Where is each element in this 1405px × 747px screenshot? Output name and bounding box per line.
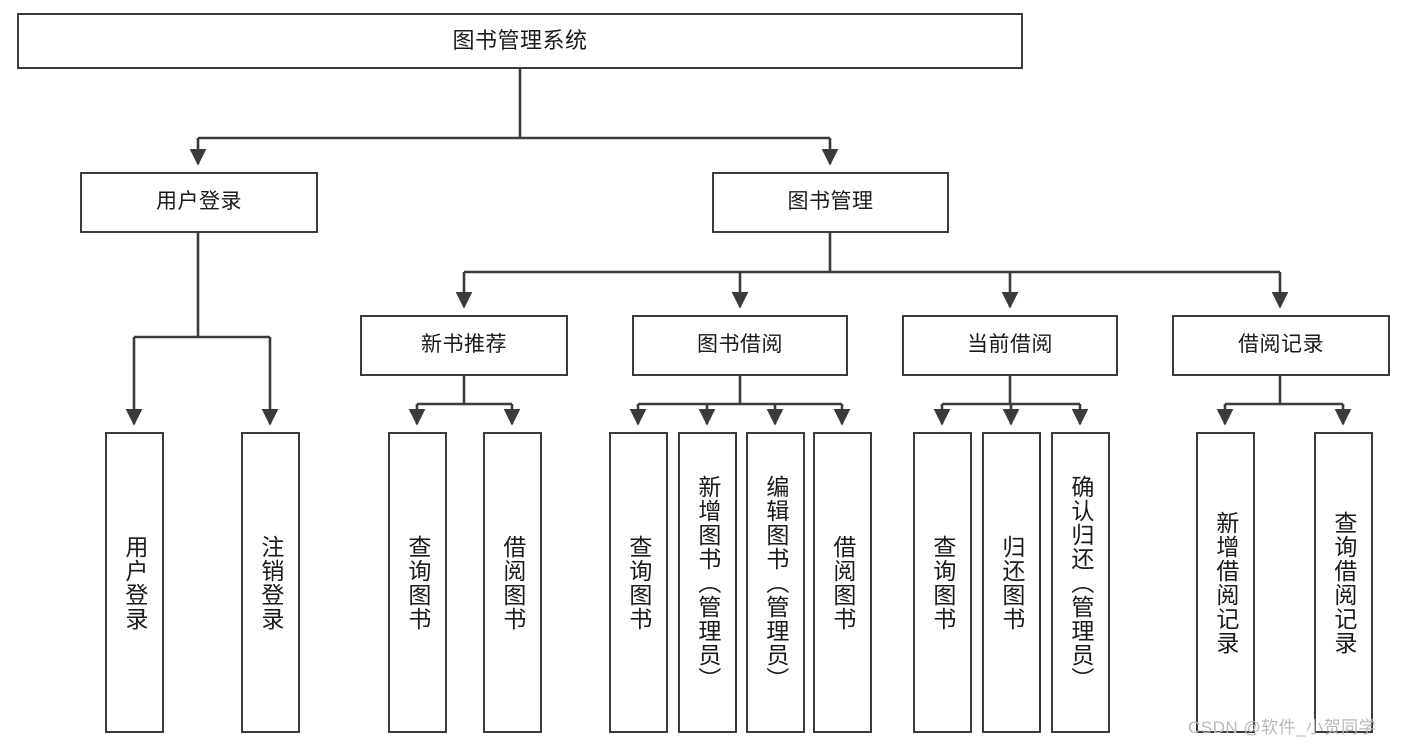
node-new-book-recommend-label: 新书推荐 — [421, 333, 507, 357]
node-leaf-logout-label: 注销登录 — [257, 534, 284, 631]
node-leaf-borrow-book-1[interactable]: 借阅图书 — [483, 432, 542, 733]
node-leaf-query-book-3-label: 查询图书 — [929, 534, 956, 631]
node-leaf-logout[interactable]: 注销登录 — [241, 432, 300, 733]
node-leaf-confirm-return[interactable]: 确认归还（管理员） — [1051, 432, 1110, 733]
node-leaf-borrow-book-2-label: 借阅图书 — [829, 534, 856, 631]
node-book-manage[interactable]: 图书管理 — [712, 172, 949, 233]
node-leaf-query-book-1[interactable]: 查询图书 — [388, 432, 447, 733]
node-book-manage-label: 图书管理 — [787, 190, 874, 214]
node-leaf-edit-book-label: 编辑图书（管理员） — [762, 474, 789, 691]
node-leaf-add-record-label: 新增借阅记录 — [1212, 510, 1239, 655]
node-leaf-query-record-label: 查询借阅记录 — [1330, 510, 1357, 655]
node-root-label: 图书管理系统 — [452, 28, 588, 54]
node-book-borrow-label: 图书借阅 — [697, 333, 783, 357]
node-leaf-user-login[interactable]: 用户登录 — [105, 432, 164, 733]
node-leaf-query-book-2[interactable]: 查询图书 — [609, 432, 668, 733]
node-leaf-confirm-return-label: 确认归还（管理员） — [1067, 474, 1094, 691]
node-current-borrow-label: 当前借阅 — [967, 333, 1053, 357]
node-leaf-add-book[interactable]: 新增图书（管理员） — [678, 432, 737, 733]
node-borrow-record[interactable]: 借阅记录 — [1172, 315, 1390, 376]
node-user-login-label: 用户登录 — [156, 190, 242, 214]
node-leaf-borrow-book-1-label: 借阅图书 — [499, 534, 526, 631]
node-book-borrow[interactable]: 图书借阅 — [632, 315, 848, 376]
node-leaf-borrow-book-2[interactable]: 借阅图书 — [813, 432, 872, 733]
node-current-borrow[interactable]: 当前借阅 — [902, 315, 1118, 376]
node-leaf-query-record[interactable]: 查询借阅记录 — [1314, 432, 1373, 733]
node-leaf-edit-book[interactable]: 编辑图书（管理员） — [746, 432, 805, 733]
node-leaf-add-record[interactable]: 新增借阅记录 — [1196, 432, 1255, 733]
node-user-login[interactable]: 用户登录 — [80, 172, 318, 233]
node-root[interactable]: 图书管理系统 — [17, 13, 1023, 69]
csdn-watermark: CSDN @软件_小贺同学 — [1188, 718, 1377, 737]
node-leaf-user-login-label: 用户登录 — [121, 534, 148, 631]
node-leaf-query-book-1-label: 查询图书 — [404, 534, 431, 631]
node-leaf-return-book-label: 归还图书 — [998, 534, 1025, 631]
node-leaf-query-book-2-label: 查询图书 — [625, 534, 652, 631]
node-leaf-query-book-3[interactable]: 查询图书 — [913, 432, 972, 733]
node-leaf-return-book[interactable]: 归还图书 — [982, 432, 1041, 733]
node-borrow-record-label: 借阅记录 — [1238, 333, 1324, 357]
node-leaf-add-book-label: 新增图书（管理员） — [694, 474, 721, 691]
node-new-book-recommend[interactable]: 新书推荐 — [360, 315, 568, 376]
